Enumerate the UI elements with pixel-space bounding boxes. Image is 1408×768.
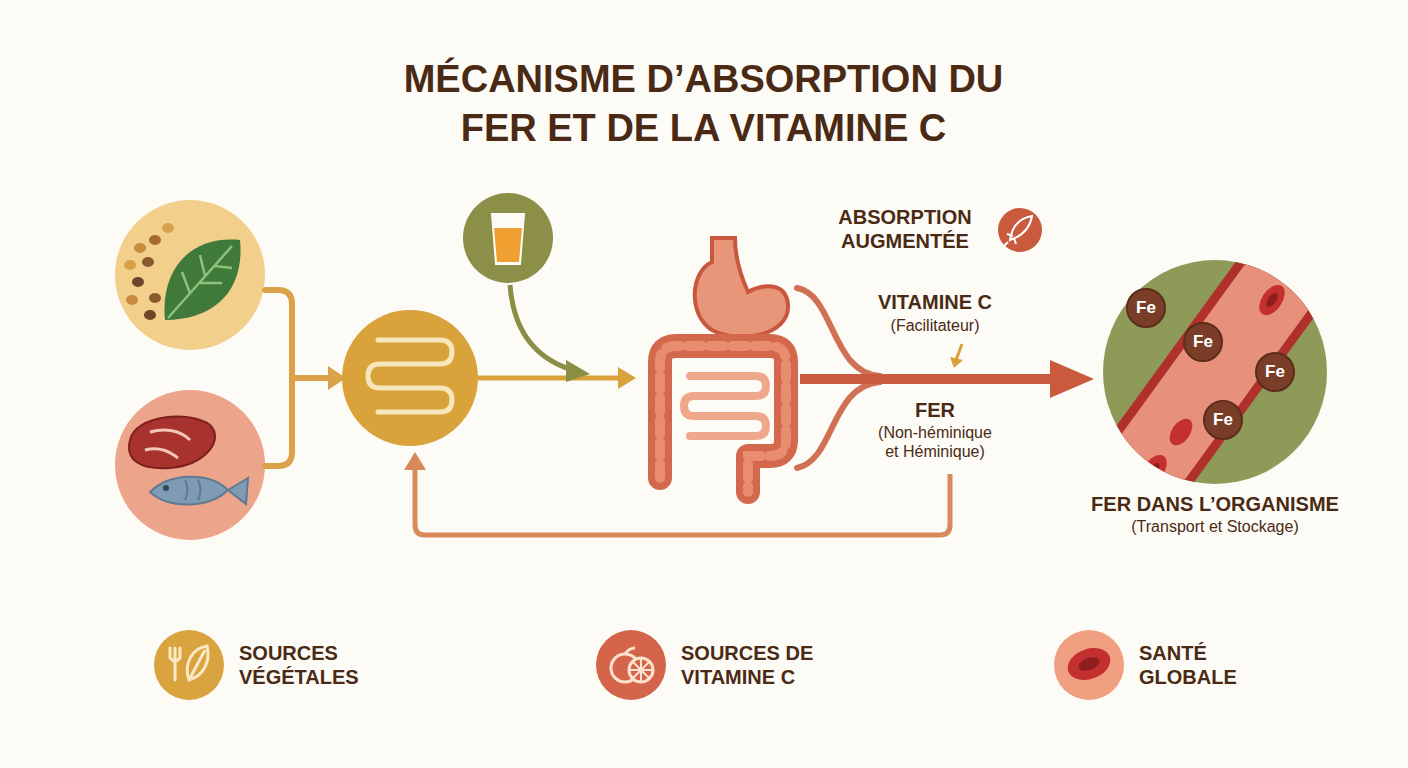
illustration-part	[463, 193, 553, 283]
illustration-part	[1003, 234, 1016, 247]
illustration-part	[150, 477, 228, 505]
legend-text: SOURCES DE VITAMINE C	[681, 641, 831, 689]
flow-label: FER	[850, 398, 1020, 422]
body-iron-circle: FER DANS L’ORGANISME(Transport et Stocka…	[1065, 260, 1365, 537]
illustration-part	[228, 478, 248, 504]
illustration-part	[797, 288, 880, 376]
legend-text: SOURCES VÉGÉTALES	[239, 641, 389, 689]
blood-vessel-illustration	[1100, 200, 1340, 530]
element-symbol: Fe	[1265, 361, 1285, 382]
feedback-arrow	[415, 468, 950, 535]
illustration-part	[684, 376, 766, 436]
illustration-part	[1136, 450, 1172, 489]
element-symbol: Fe	[1136, 297, 1156, 318]
illustration-part	[149, 293, 161, 303]
flow-arrow	[478, 376, 620, 381]
arrow-head	[566, 360, 590, 382]
iron-particle: Fe	[1126, 288, 1166, 328]
illustration-part	[1100, 200, 1340, 530]
legend-icon	[1063, 642, 1115, 685]
facilitator-arrow	[956, 344, 962, 360]
legend-icon	[611, 648, 653, 682]
flow-label: ABSORPTION AUGMENTÉE	[820, 205, 990, 253]
digestive-organ	[660, 238, 788, 492]
arrow-head	[1050, 360, 1094, 398]
illustration-part	[368, 340, 452, 412]
main-arrow	[800, 374, 1055, 384]
iron-particle: Fe	[1203, 400, 1243, 440]
legend-text: SANTÉ GLOBALE	[1139, 641, 1289, 689]
legend-swatch	[154, 630, 224, 700]
digestion-icon	[342, 310, 478, 446]
node-heading: FER DANS L’ORGANISME	[1065, 492, 1365, 517]
illustration-part	[126, 295, 138, 305]
legend-item: SOURCES VÉGÉTALES	[153, 628, 389, 702]
illustration-part	[1264, 291, 1280, 309]
rocket-icon	[998, 208, 1042, 252]
illustration-part	[1010, 216, 1032, 240]
illustration-part	[149, 235, 161, 245]
illustration-part	[115, 390, 265, 540]
illustration-part	[115, 200, 265, 350]
title: MÉCANISME D’ABSORPTION DU FER ET DE LA V…	[391, 55, 1016, 154]
node-subtitle: (Transport et Stockage)	[1065, 517, 1365, 537]
arrow-head	[618, 367, 636, 389]
illustration-part	[265, 290, 292, 466]
illustration-part	[1284, 241, 1316, 276]
element-symbol: Fe	[1213, 409, 1233, 430]
iron-particle: Fe	[1255, 352, 1295, 392]
illustration-part	[145, 430, 190, 458]
illustration-part	[797, 382, 880, 468]
illustration-part	[162, 223, 174, 233]
meat-fish-icon	[115, 390, 265, 540]
juice-icon	[463, 193, 553, 283]
legend-item: SANTÉ GLOBALE	[1053, 628, 1289, 702]
legend-swatch-icon	[153, 628, 225, 702]
flow-label: VITAMINE C	[850, 290, 1020, 314]
illustration-part	[185, 480, 201, 500]
flow-sublabel: (Facilitateur)	[850, 316, 1020, 335]
illustration-part	[492, 214, 524, 264]
juice-arrow	[510, 285, 572, 370]
legend-icon	[170, 646, 208, 680]
illustration-part	[124, 260, 136, 270]
plant-food-icon	[115, 200, 265, 350]
illustration-part	[1254, 280, 1290, 319]
illustration-part	[660, 346, 786, 492]
legend-item: SOURCES DE VITAMINE C	[595, 628, 831, 702]
illustration-part	[695, 238, 788, 337]
illustration-part	[164, 240, 240, 320]
illustration-part	[1146, 461, 1162, 479]
illustration-part	[1100, 200, 1340, 530]
illustration-part	[494, 228, 522, 262]
illustration-part	[144, 310, 156, 320]
illustration-part	[132, 277, 144, 287]
illustration-part	[342, 310, 478, 446]
legend-swatch	[596, 630, 666, 700]
merge-arrow	[265, 290, 330, 466]
legend-swatch-icon	[1053, 628, 1125, 702]
illustration-part	[168, 246, 232, 318]
arrow-head	[404, 452, 426, 470]
illustration-part	[1165, 415, 1197, 450]
illustration-part	[998, 208, 1042, 252]
iron-particle: Fe	[1183, 322, 1223, 362]
legend-swatch	[1054, 630, 1124, 700]
illustration-part	[142, 257, 154, 267]
illustration-part	[134, 243, 146, 253]
flow-sublabel: (Non-héminique et Héminique)	[871, 423, 999, 461]
illustration-part	[660, 346, 786, 492]
legend-swatch-icon	[595, 628, 667, 702]
element-symbol: Fe	[1193, 331, 1213, 352]
arrow-head	[950, 357, 963, 368]
illustration-part	[129, 417, 215, 469]
illustration-part	[1100, 200, 1340, 530]
illustration-part	[292, 375, 330, 381]
illustration-part	[163, 485, 169, 491]
